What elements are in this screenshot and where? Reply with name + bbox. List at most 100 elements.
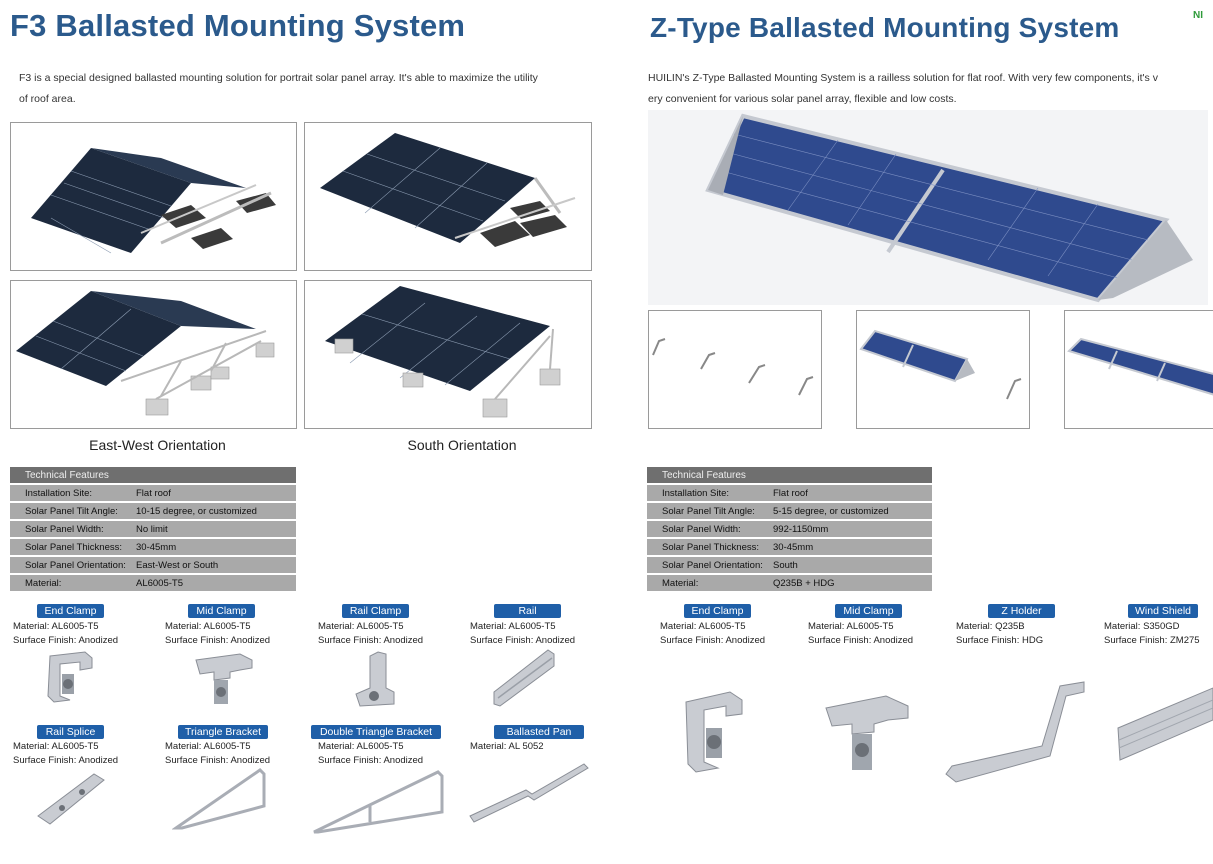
spec-row: Solar Panel Thickness: 30-45mm <box>647 539 932 555</box>
spec-header-label: Technical Features <box>662 469 746 481</box>
spec-value: 10-15 degree, or customized <box>136 505 257 517</box>
caption-south: South Orientation <box>407 437 517 453</box>
brand-logo: NI <box>1193 10 1203 21</box>
product-finish: Surface Finish: Anodized <box>470 635 576 646</box>
spec-value: East-West or South <box>136 559 219 571</box>
right-intro-line-1: HUILIN's Z-Type Ballasted Mounting Syste… <box>648 72 1158 84</box>
product-finish: Surface Finish: ZM275 <box>1104 635 1200 646</box>
product-finish: Surface Finish: Anodized <box>318 755 424 766</box>
product-material: Material: AL6005-T5 <box>318 621 404 632</box>
spec-key: Solar Panel Tilt Angle: <box>662 505 755 517</box>
ballasted-pan-image <box>469 763 589 823</box>
product-finish: Surface Finish: Anodized <box>318 635 424 646</box>
right-spec-table: Technical Features Installation Site: Fla… <box>647 467 932 593</box>
spec-header: Technical Features <box>647 467 932 483</box>
spec-key: Solar Panel Orientation: <box>662 559 763 571</box>
spec-key: Solar Panel Width: <box>662 523 741 535</box>
right-intro-line-2: ery convenient for various solar panel a… <box>648 93 957 105</box>
product-badge-mid-clamp: Mid Clamp <box>188 604 255 618</box>
product-badge-rail: Rail <box>494 604 561 618</box>
spec-row: Installation Site: Flat roof <box>647 485 932 501</box>
spec-key: Installation Site: <box>25 487 93 499</box>
spec-row: Solar Panel Tilt Angle:5-15 degree, or c… <box>647 503 932 519</box>
spec-header-label: Technical Features <box>25 469 109 481</box>
spec-value: 992-1150mm <box>773 523 829 535</box>
spec-key: Solar Panel Thickness: <box>662 541 759 553</box>
product-badge-z-holder: Z Holder <box>988 604 1055 618</box>
left-intro-line-1: F3 is a special designed ballasted mount… <box>19 72 538 84</box>
spec-key: Solar Panel Tilt Angle: <box>25 505 118 517</box>
spec-row: Installation Site: Flat roof <box>10 485 296 501</box>
spec-value: Flat roof <box>773 487 808 499</box>
product-finish: Surface Finish: HDG <box>956 635 1044 646</box>
product-material: Material: Q235B <box>956 621 1025 632</box>
spec-value: South <box>773 559 798 571</box>
left-intro: F3 is a special designed ballasted mount… <box>19 68 619 110</box>
product-badge-triangle-bracket: Triangle Bracket <box>178 725 268 739</box>
spec-value: No limit <box>136 523 168 535</box>
south-photo-top <box>304 122 592 271</box>
product-finish: Surface Finish: Anodized <box>165 635 271 646</box>
product-badge-mid-clamp: Mid Clamp <box>835 604 902 618</box>
triangle-bracket-image <box>172 768 266 830</box>
right-intro: HUILIN's Z-Type Ballasted Mounting Syste… <box>648 68 1208 110</box>
spec-value: Flat roof <box>136 487 171 499</box>
rail-image <box>493 649 555 707</box>
south-photo-bottom <box>304 280 592 429</box>
spec-row: Solar Panel Orientation: South <box>647 557 932 573</box>
product-material: Material: AL6005-T5 <box>318 741 404 752</box>
spec-value: AL6005-T5 <box>136 577 184 589</box>
product-finish: Surface Finish: Anodized <box>165 755 271 766</box>
wind-shield-image <box>1117 687 1213 761</box>
z-holder-image <box>945 681 1085 783</box>
product-material: Material: AL 5052 <box>470 741 544 752</box>
product-material: Material: AL6005-T5 <box>808 621 894 632</box>
product-material: Material: AL6005-T5 <box>13 621 99 632</box>
spec-value: 30-45mm <box>136 541 177 553</box>
z-mid-clamp-image <box>825 695 909 770</box>
spec-row: Material:Q235B + HDG <box>647 575 932 591</box>
product-finish: Surface Finish: Anodized <box>660 635 766 646</box>
z-type-hero-image <box>648 110 1208 305</box>
rail-clamp-image <box>355 651 395 707</box>
spec-key: Material: <box>662 577 699 589</box>
ew-photo-top <box>10 122 297 271</box>
spec-header: Technical Features <box>10 467 296 483</box>
rail-splice-image <box>37 773 105 825</box>
left-intro-line-2: of roof area. <box>19 93 76 105</box>
product-material: Material: AL6005-T5 <box>13 741 99 752</box>
right-title: Z-Type Ballasted Mounting System <box>650 12 1120 43</box>
product-material: Material: AL6005-T5 <box>660 621 746 632</box>
spec-row: Solar Panel Width: 992-1150mm <box>647 521 932 537</box>
spec-key: Solar Panel Width: <box>25 523 104 535</box>
product-finish: Surface Finish: Anodized <box>808 635 914 646</box>
spec-value: 30-45mm <box>773 541 814 553</box>
product-material: Material: AL6005-T5 <box>165 741 251 752</box>
spec-key: Material: <box>25 577 62 589</box>
spec-key: Solar Panel Thickness: <box>25 541 122 553</box>
spec-row: Solar Panel Orientation: East-West or Sou… <box>10 557 296 573</box>
left-title: F3 Ballasted Mounting System <box>10 8 466 43</box>
spec-key: Installation Site: <box>662 487 730 499</box>
z-holders-image <box>648 310 822 429</box>
left-spec-table: Technical Features Installation Site: Fla… <box>10 467 296 593</box>
z-end-clamp-image <box>685 691 743 773</box>
product-finish: Surface Finish: Anodized <box>13 755 119 766</box>
z-panel-small-image <box>856 310 1030 429</box>
product-badge-end-clamp: End Clamp <box>37 604 104 618</box>
mid-clamp-image <box>195 653 253 704</box>
spec-row: Material: AL6005-T5 <box>10 575 296 591</box>
product-material: Material: AL6005-T5 <box>470 621 556 632</box>
product-badge-rail-clamp: Rail Clamp <box>342 604 409 618</box>
product-badge-rail-splice: Rail Splice <box>37 725 104 739</box>
product-badge-wind-shield: Wind Shield <box>1128 604 1198 618</box>
product-badge-end-clamp: End Clamp <box>684 604 751 618</box>
spec-row: Solar Panel Thickness: 30-45mm <box>10 539 296 555</box>
product-badge-ballasted-pan: Ballasted Pan <box>494 725 584 739</box>
product-material: Material: S350GD <box>1104 621 1180 632</box>
spec-key: Solar Panel Orientation: <box>25 559 126 571</box>
spec-row: Solar Panel Width: No limit <box>10 521 296 537</box>
end-clamp-image <box>47 651 93 703</box>
product-badge-double-triangle-bracket: Double Triangle Bracket <box>311 725 441 739</box>
ew-photo-bottom <box>10 280 297 429</box>
